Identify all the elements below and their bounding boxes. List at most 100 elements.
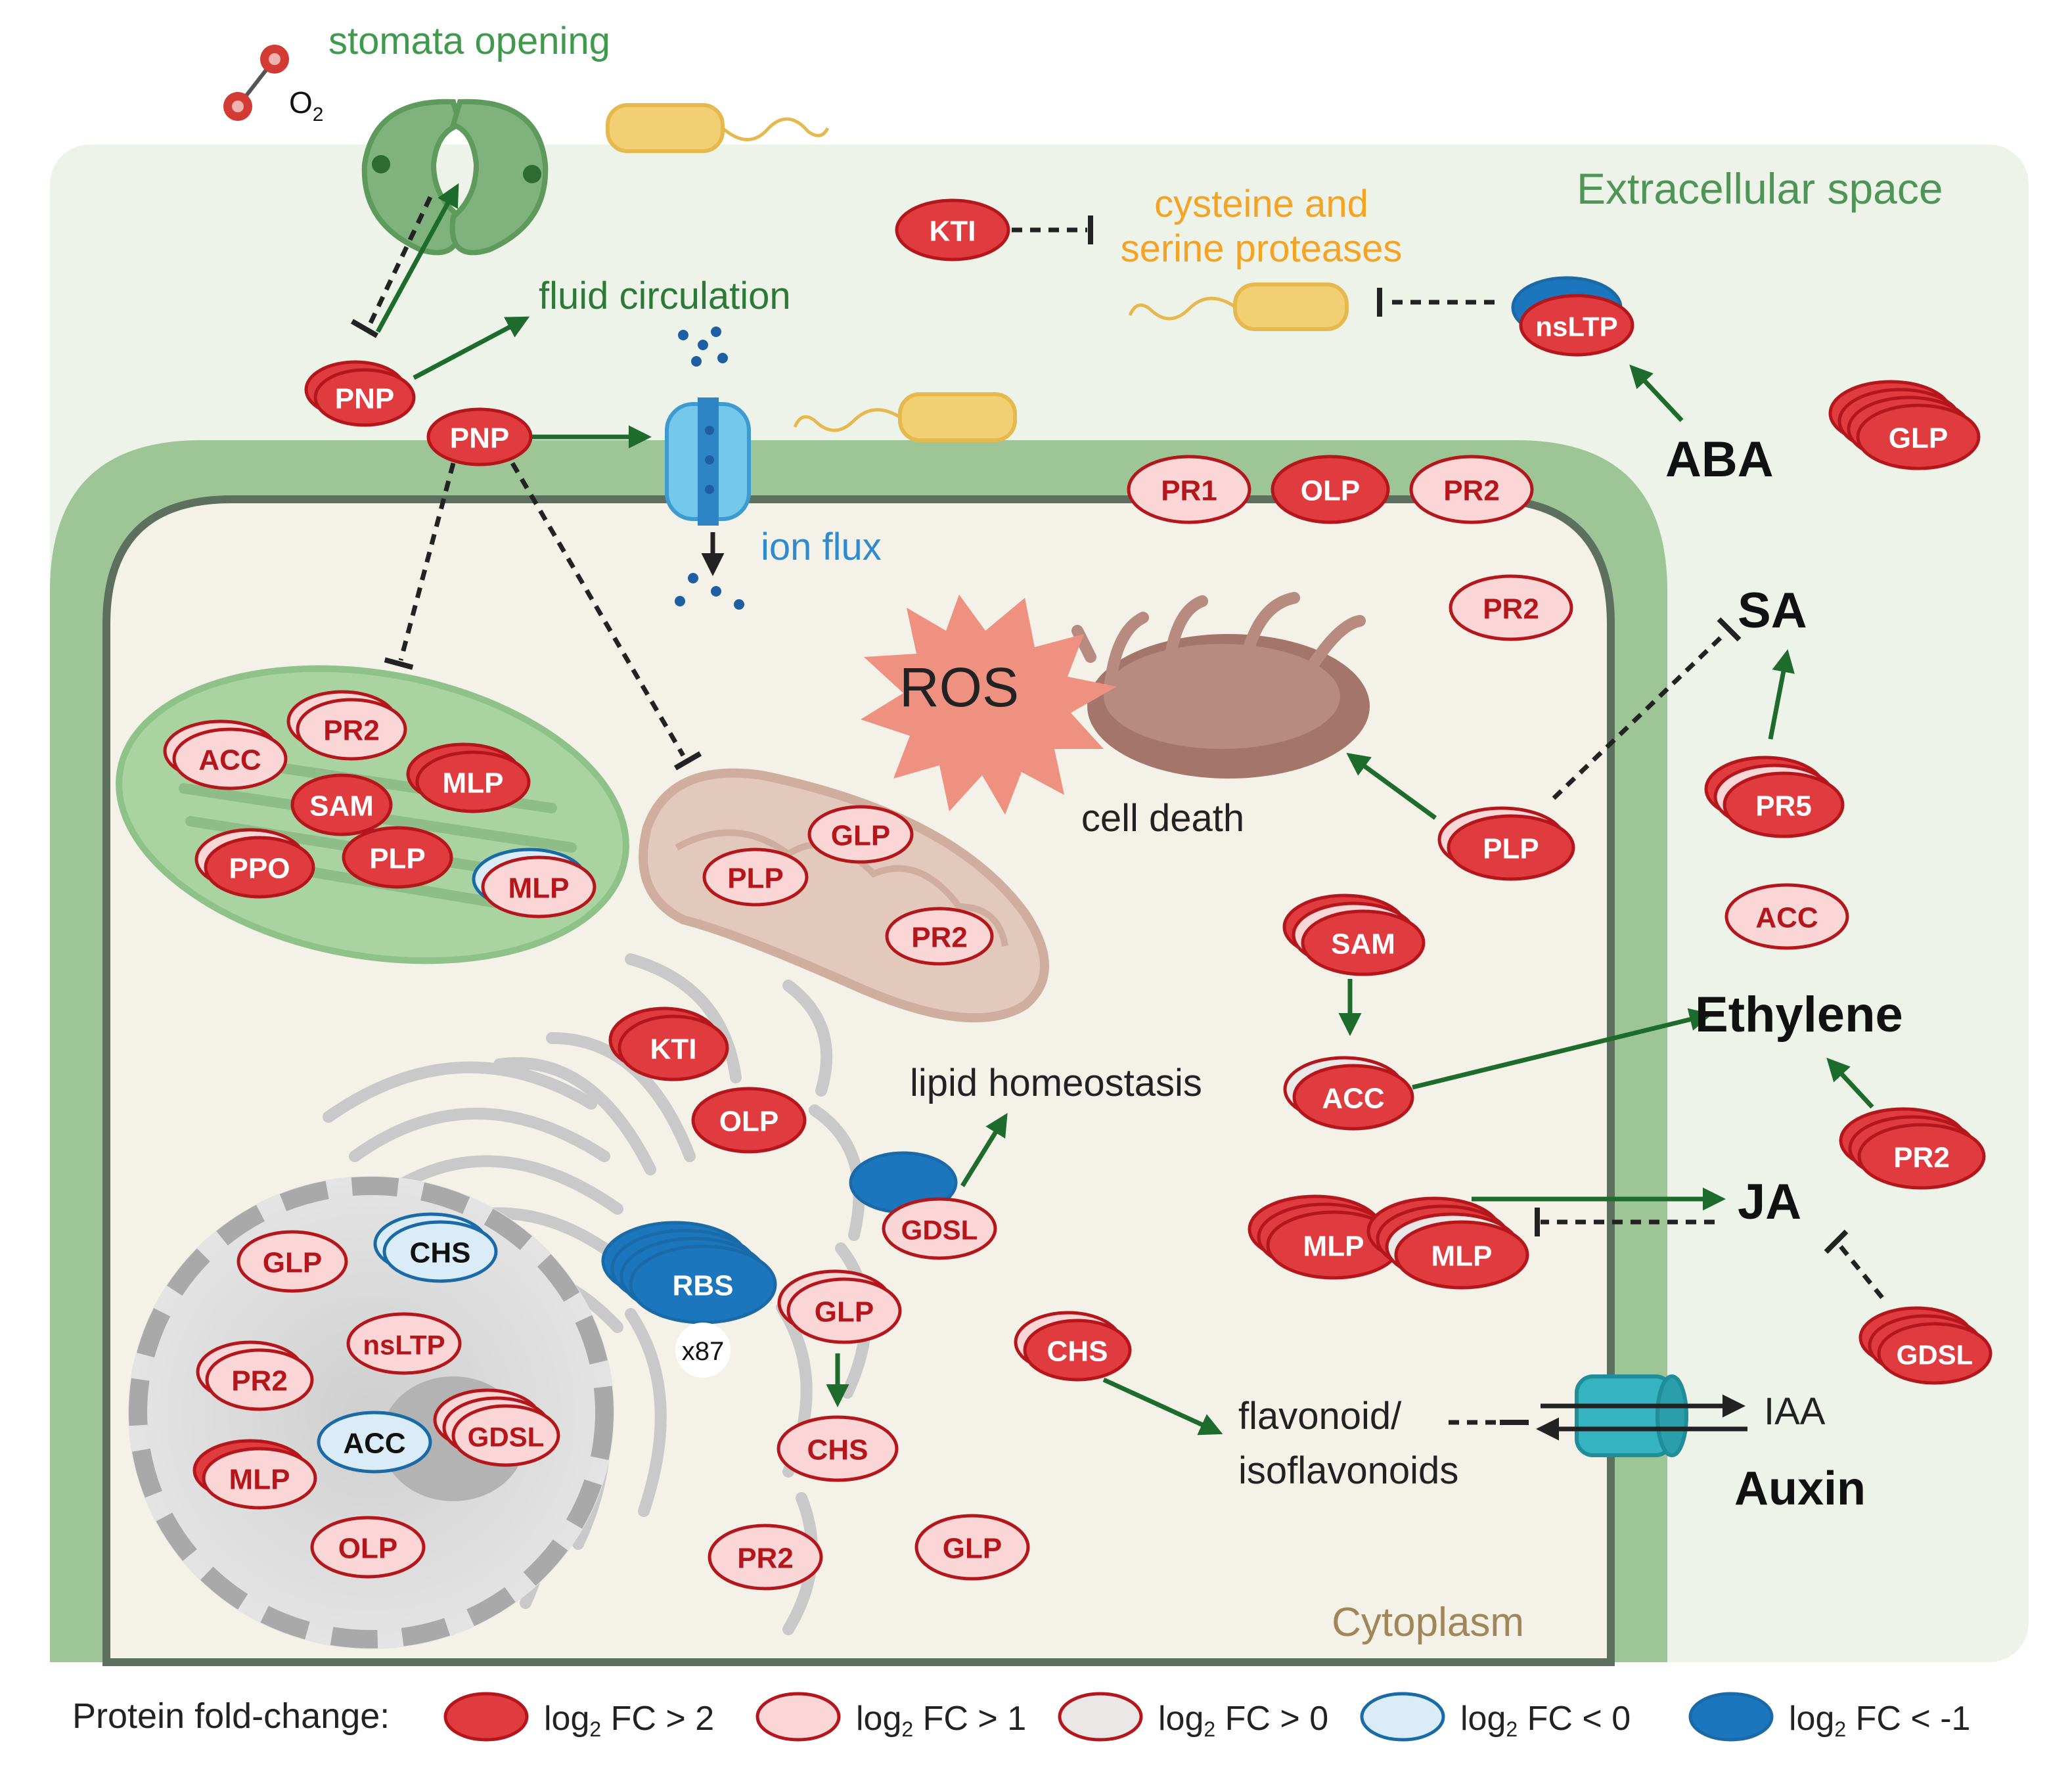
legend-label: log2 FC > 2	[544, 1700, 714, 1741]
label-auxin: Auxin	[1734, 1462, 1866, 1515]
legend-swatch	[443, 1692, 529, 1742]
protein-mlp_chl2: MLP	[472, 848, 597, 918]
o2-molecule-icon	[223, 45, 289, 121]
activation-arrow	[960, 1113, 1008, 1187]
protein-pnp1: PNP	[304, 360, 416, 427]
ion-channel-icon	[665, 327, 751, 610]
activation-arrow	[413, 316, 530, 380]
bacterium-icon-top	[606, 103, 830, 153]
label-cysteine-line2: serine proteases	[1121, 227, 1403, 270]
inhibition-bar	[350, 319, 379, 338]
label-flavonoid-line2: isoflavonoids	[1238, 1449, 1458, 1492]
inhibition-bar	[1717, 617, 1742, 642]
inhibition-bar	[384, 657, 414, 670]
protein-acc_nuc: ACC	[317, 1411, 432, 1474]
legend-swatch	[1688, 1692, 1774, 1742]
protein-ppo_chl: PPO	[194, 828, 315, 899]
label-cytoplasm: Cytoplasm	[1332, 1600, 1524, 1645]
protein-label: PR2	[1443, 475, 1500, 507]
inhibition-line	[510, 462, 686, 757]
protein-label: PR2	[1483, 593, 1539, 625]
protein-plp_mito: PLP	[702, 848, 809, 907]
x87-label: x87	[682, 1337, 725, 1366]
protein-pr2_wall: PR2	[1409, 455, 1534, 524]
damaged-mitochondrion	[1071, 592, 1370, 779]
label-aba: ABA	[1665, 432, 1774, 487]
protein-label: GLP	[831, 820, 890, 852]
protein-label: GLP	[263, 1247, 322, 1279]
protein-label: nsLTP	[1535, 311, 1617, 342]
protein-label: SAM	[1331, 928, 1395, 961]
protein-label: MLP	[508, 872, 570, 905]
protein-acc_chl: ACC	[163, 719, 288, 790]
label-fluid: fluid circulation	[539, 275, 791, 317]
protein-label: ACC	[1755, 902, 1818, 934]
protein-acc_right: ACC	[1724, 883, 1849, 950]
protein-gdsl_ja: GDSL	[1858, 1306, 1993, 1385]
activation-arrow	[1826, 1057, 1874, 1109]
protein-label: RBS	[673, 1270, 734, 1302]
protein-glp_er: GLP	[777, 1269, 902, 1344]
protein-chs_nuc: CHS	[373, 1212, 498, 1283]
legend-swatch	[1360, 1692, 1445, 1742]
label-ros: ROS	[899, 656, 1019, 718]
legend-label: log2 FC > 0	[1158, 1700, 1328, 1741]
protein-glp_nuc: GLP	[236, 1230, 348, 1293]
protein-plp_death: PLP	[1437, 806, 1575, 881]
inhibition-line	[1837, 1243, 1884, 1300]
label-o2-subscript: 2	[313, 104, 324, 125]
protein-label: PLP	[1483, 833, 1539, 865]
protein-label: PR2	[1893, 1142, 1950, 1174]
label-extracellular: Extracellular space	[1577, 164, 1943, 213]
protein-kti_er: KTI	[608, 1007, 729, 1081]
protein-label: ACC	[1322, 1083, 1384, 1115]
protein-pr1: PR1	[1127, 455, 1251, 524]
protein-label: PPO	[229, 853, 290, 885]
protein-label: SAM	[309, 790, 374, 823]
auxin-transporter-icon	[1575, 1374, 1688, 1457]
activation-arrow	[375, 183, 459, 333]
inhibition-bar	[1824, 1229, 1849, 1254]
label-sa: SA	[1738, 583, 1807, 639]
protein-pr2_mito: PR2	[885, 907, 994, 966]
label-flavonoid-line1: flavonoid/	[1238, 1395, 1402, 1438]
protein-glp_ext: GLP	[1828, 380, 1981, 470]
protein-olp_nuc: OLP	[310, 1516, 426, 1579]
protein-label: OLP	[1301, 475, 1360, 507]
protein-label: PR5	[1755, 790, 1812, 823]
label-cell-death: cell death	[1081, 797, 1244, 840]
protein-label: PR1	[1161, 475, 1217, 507]
protein-pr2_bottom: PR2	[708, 1524, 823, 1591]
protein-label: nsLTP	[363, 1330, 445, 1361]
protein-pr2_eth: PR2	[1839, 1107, 1986, 1190]
inhibition-bar	[673, 751, 702, 771]
protein-label: PNP	[335, 383, 394, 415]
protein-label: MLP	[229, 1464, 290, 1496]
protein-label: KTI	[650, 1033, 697, 1066]
protein-glp_mito: GLP	[807, 805, 914, 864]
protein-olp_er: OLP	[691, 1087, 807, 1154]
protein-label: PR2	[911, 922, 968, 954]
protein-plp_chl: PLP	[342, 826, 453, 889]
label-stomata: stomata opening	[328, 20, 610, 62]
label-lipid: lipid homeostasis	[910, 1062, 1202, 1104]
protein-nsltp_top: nsLTP	[1519, 294, 1634, 357]
protein-pr2_cyto: PR2	[1449, 574, 1573, 641]
inhibition-line	[365, 196, 433, 330]
protein-chs_flav: CHS	[1014, 1311, 1132, 1382]
protein-rbs: RBS	[601, 1221, 777, 1324]
protein-chs_er: CHS	[777, 1415, 899, 1482]
protein-pr2_nuc: PR2	[196, 1340, 314, 1411]
legend-label: log2 FC < 0	[1460, 1700, 1631, 1741]
legend-swatch	[1058, 1692, 1143, 1742]
inhibition-line	[398, 463, 456, 661]
stomata	[361, 99, 549, 256]
ros-burst	[861, 595, 1117, 815]
protein-label: OLP	[719, 1106, 778, 1138]
protein-gdsl_er: GDSL	[882, 1197, 997, 1260]
protein-label: KTI	[930, 215, 976, 248]
activation-arrow	[1768, 649, 1795, 740]
protein-label: PR2	[231, 1365, 288, 1397]
protein-mlp_nuc: MLP	[192, 1439, 317, 1510]
